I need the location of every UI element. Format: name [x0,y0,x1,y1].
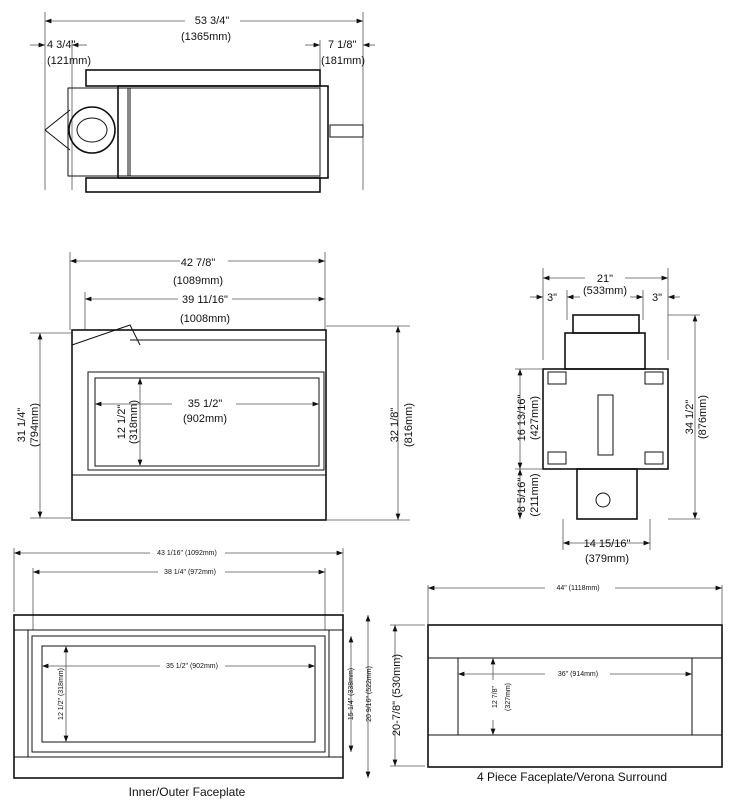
outer-width-dim: 43 1/16" (1092mm) [157,550,217,557]
opening-height-dim: 12 7/8" [492,686,499,708]
right-height-dim: 32 1/8" [389,408,401,443]
left-height-dim: 31 1/4" [16,408,28,443]
base-width-dim: 14 15/16" [584,538,631,550]
opening-height-mm: (318mm) [128,400,140,444]
opening-width-dim: 35 1/2" (902mm) [166,663,218,670]
total-height-dim: 20-7/8" (530mm) [391,654,403,736]
outer-width-dim: 44" (1118mm) [556,585,599,592]
left-offset-dim: 4 3/4" [47,39,75,51]
right-height-mm: (816mm) [403,403,415,447]
opening-height-dim: 12 1/2" (318mm) [58,668,65,720]
base-height-dim: 8 5/16" [516,478,528,513]
side-view: 21" (533mm) 3" 3" 16 13/16" (427mm) 34 1… [515,268,709,565]
base-width-mm: (379mm) [585,553,629,565]
base-height-mm: (211mm) [529,473,541,516]
total-height-mm: (876mm) [697,395,709,439]
outer-height-dim: 20 9/16" (522mm) [366,666,373,722]
right-offset-dim: 7 1/8" [328,39,356,51]
overall-width-dim: 53 3/4" [195,15,230,27]
inner-height-dim: 15-1/4" (338mm) [348,668,355,720]
inner-outer-faceplate: 43 1/16" (1092mm) 38 1/4" (972mm) 35 1/2… [13,548,425,799]
overall-width-mm: (1365mm) [181,31,231,43]
top-width-dim: 21" [597,273,613,285]
opening-width-dim: 35 1/2" [188,398,223,410]
total-height-dim: 34 1/2" [684,400,696,435]
left-height-mm: (794mm) [29,403,41,447]
left-offset-dim: 3" [547,292,557,304]
mid-height-mm: (427mm) [529,396,541,440]
top-view: 53 3/4" (1365mm) 4 3/4" (121mm) 7 1/8" (… [30,12,375,193]
inner-width-dim: 38 1/4" (972mm) [164,569,216,576]
top-width-mm: (533mm) [583,285,627,297]
left-offset-mm: (121mm) [47,55,91,67]
overall-width-mm: (1089mm) [173,275,223,287]
front-view: 42 7/8" (1089mm) 39 11/16" (1008mm) 35 1… [16,252,415,521]
overall-width-dim: 42 7/8" [181,257,216,269]
opening-height-mm: (327mm) [505,683,512,711]
mid-height-dim: 16 13/16" [516,395,528,442]
opening-width-dim: 36" (914mm) [558,671,598,678]
opening-height-dim: 12 1/2" [116,405,128,440]
right-offset-mm: (181mm) [321,55,365,67]
verona-surround: 44" (1118mm) 36" (914mm) 12 7/8" (327mm)… [427,585,723,784]
body-width-dim: 39 11/16" [182,294,228,306]
opening-width-mm: (902mm) [183,413,227,425]
verona-caption: 4 Piece Faceplate/Verona Surround [477,770,667,784]
faceplate-caption: Inner/Outer Faceplate [129,785,246,799]
right-offset-dim: 3" [652,292,662,304]
body-width-mm: (1008mm) [180,313,230,325]
